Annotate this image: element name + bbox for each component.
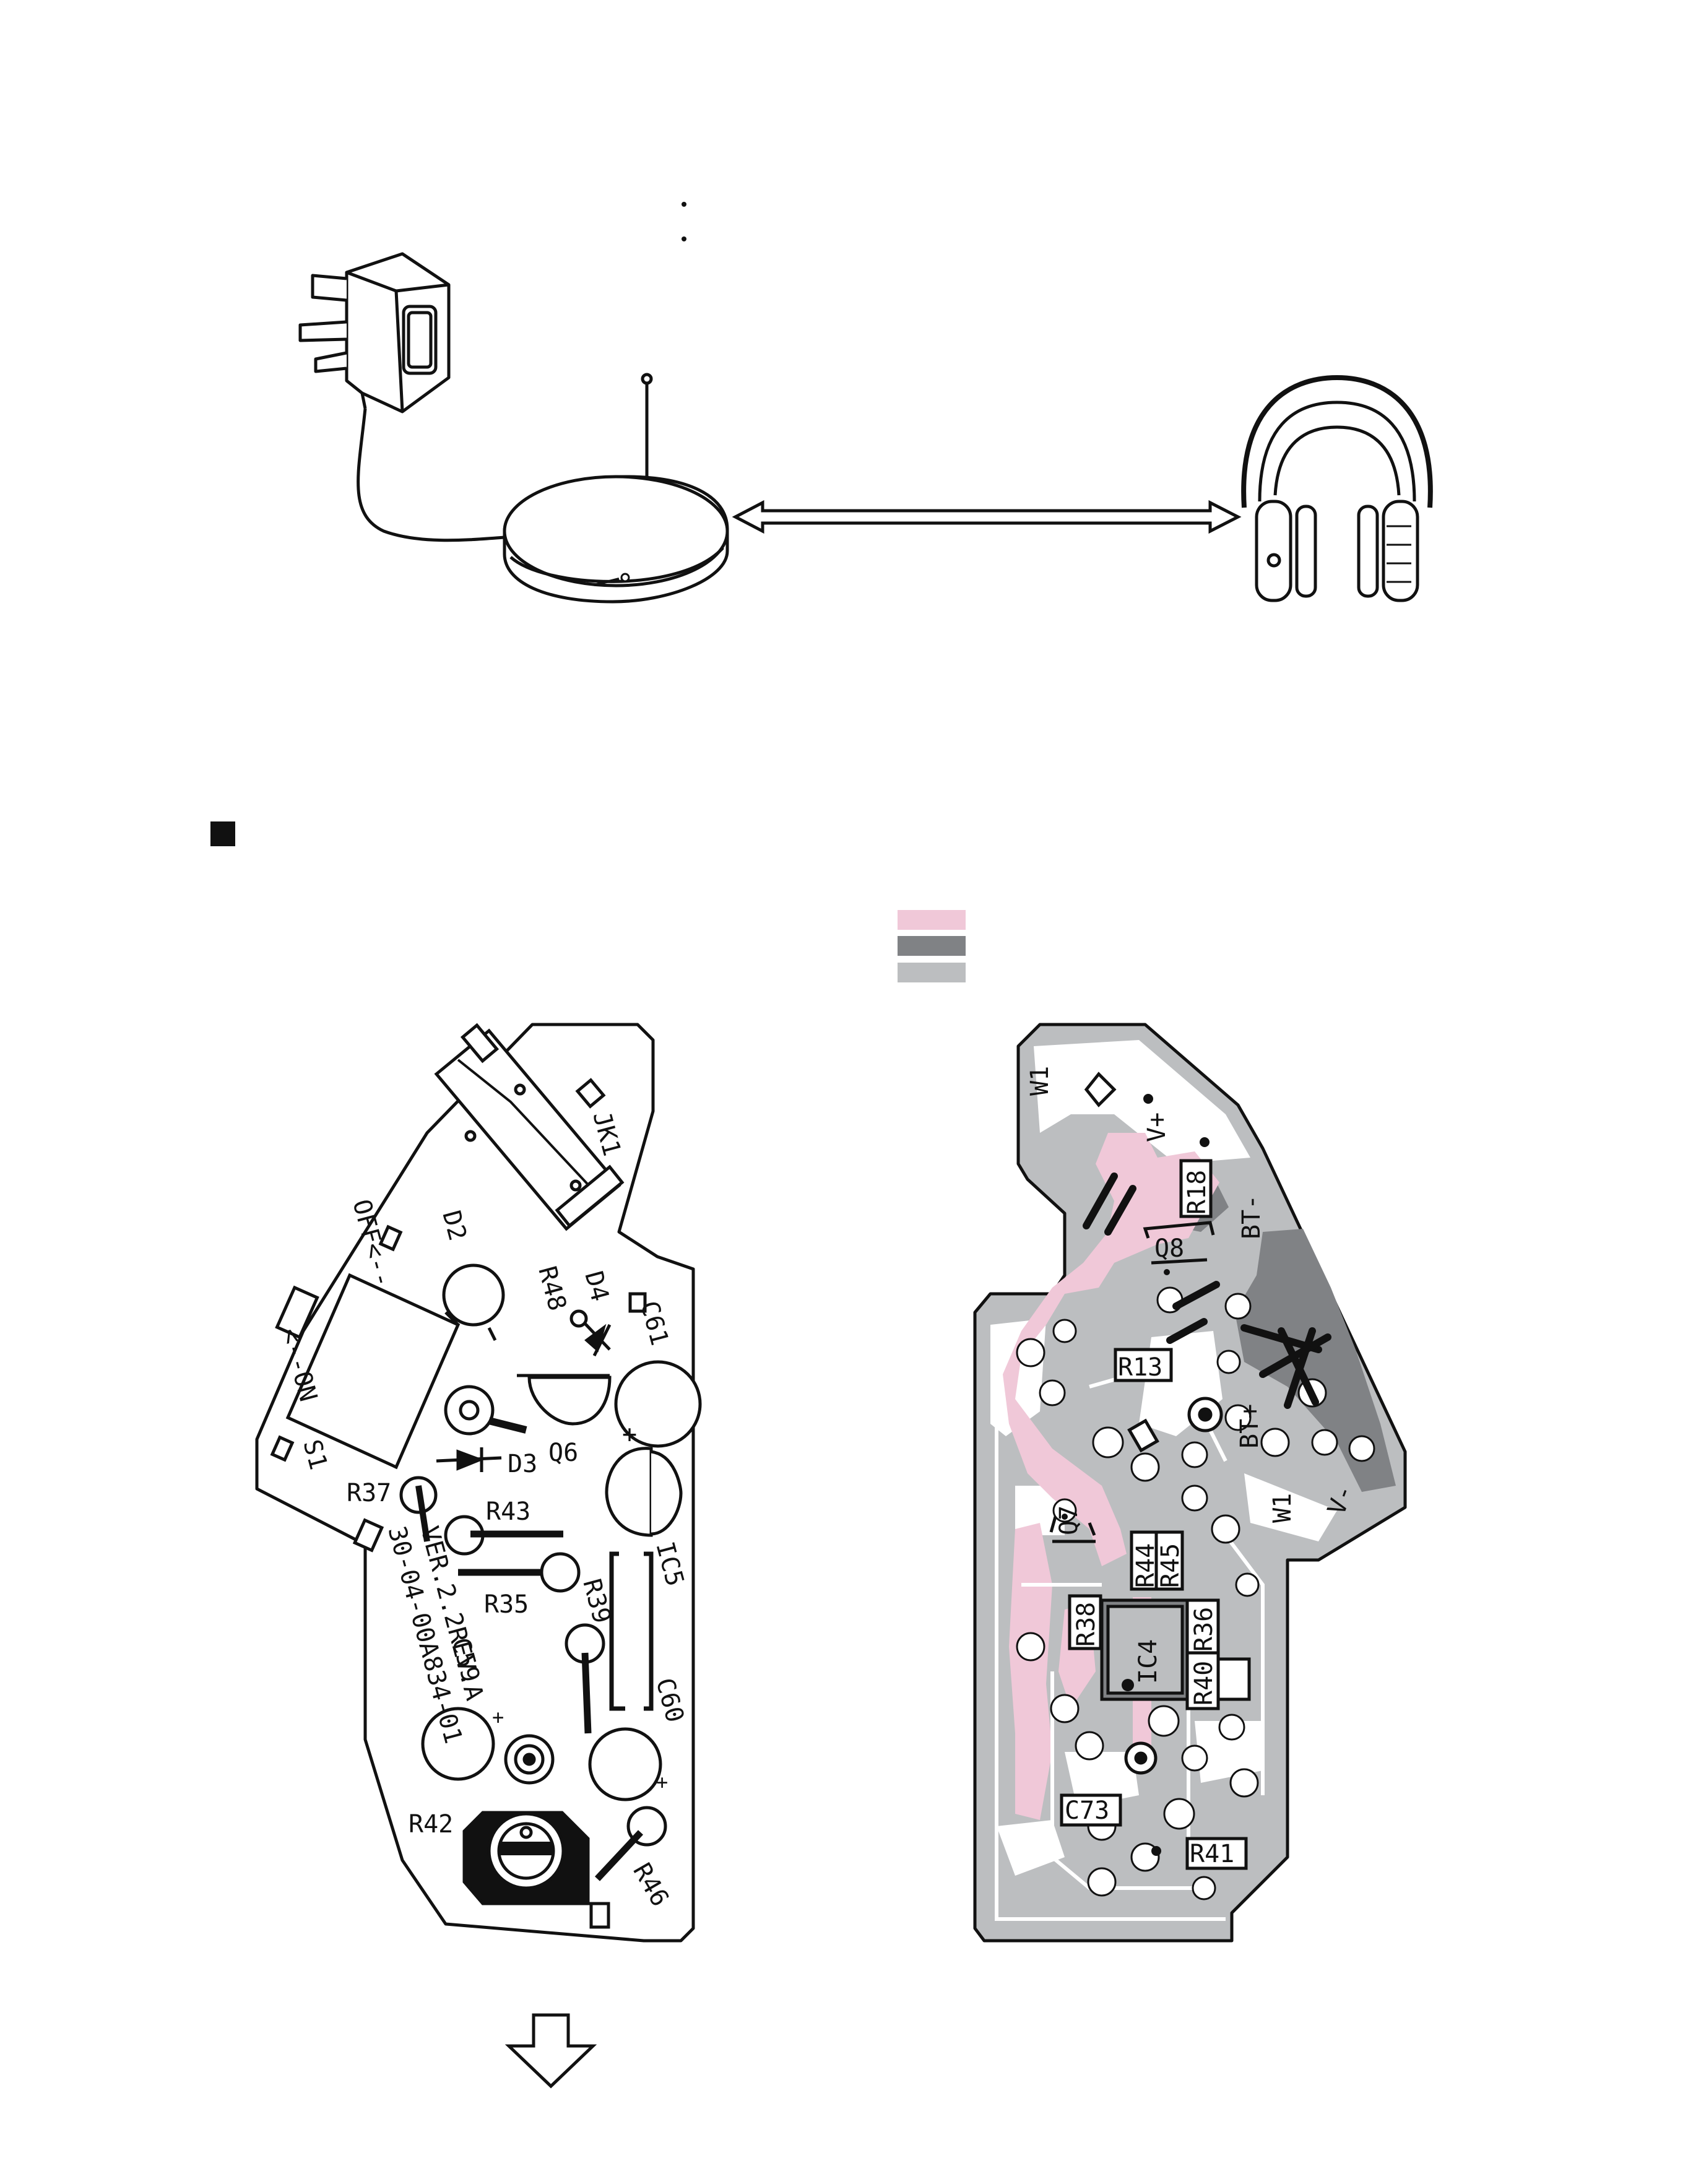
power-adapter-icon	[298, 252, 451, 414]
label-w1-bottom: W1	[1268, 1493, 1297, 1523]
legend-swatch-dark-gray	[898, 936, 966, 956]
small-holes	[1062, 1094, 1210, 1856]
label-bt-minus: BT-	[1237, 1195, 1266, 1239]
component-boxes	[1060, 1159, 1251, 1870]
via-pad	[1124, 1741, 1158, 1775]
transmitter-base-icon	[503, 373, 729, 604]
label-r43: R43	[486, 1497, 530, 1526]
c59-capacitor: +	[421, 1705, 504, 1781]
diamond-pad	[1084, 1072, 1117, 1107]
svg-text:+: +	[492, 1705, 504, 1729]
down-arrow-icon	[504, 2013, 597, 2089]
legend-swatch-light-gray	[898, 963, 966, 982]
right-pcb-copper-side: W1 V+ R18 BT- Q8 R13 BT+ W1 V- Q7 R44 R4…	[973, 1023, 1407, 1943]
svg-text:+: +	[656, 1770, 668, 1794]
headphones-icon	[1241, 375, 1433, 602]
ic5-regulator	[605, 1447, 683, 1711]
label-r40: R40	[1190, 1661, 1218, 1705]
label-v-plus: V+	[1143, 1112, 1171, 1142]
label-d3: D3	[508, 1450, 537, 1478]
d4-diode	[569, 1309, 612, 1357]
jk1-jack	[434, 1023, 625, 1231]
r39-resistor	[565, 1623, 605, 1734]
legend-swatch-pink	[898, 910, 966, 930]
label-c73: C73	[1065, 1796, 1109, 1825]
jumper-wires	[1083, 1172, 1331, 1409]
label-r37: R37	[347, 1479, 391, 1507]
label-r44: R44	[1132, 1543, 1160, 1588]
label-q8: Q8	[1154, 1234, 1184, 1263]
s1-slide-switch	[270, 1224, 461, 1553]
r42-potentiometer	[462, 1811, 610, 1929]
wireless-link-double-arrow	[732, 500, 1242, 534]
label-bt-plus: BT+	[1236, 1404, 1264, 1449]
d3-diode	[436, 1447, 502, 1472]
label-r45: R45	[1156, 1543, 1185, 1588]
power-cable	[357, 408, 505, 542]
label-r35: R35	[484, 1590, 529, 1619]
label-r38: R38	[1072, 1602, 1101, 1647]
label-r42: R42	[409, 1810, 453, 1839]
r35-resistor	[458, 1552, 581, 1593]
label-w1-top: W1	[1026, 1066, 1054, 1096]
d2-led	[442, 1263, 505, 1341]
r46-resistor	[594, 1806, 667, 1881]
pad-square	[628, 1292, 647, 1313]
d3-pad	[444, 1385, 527, 1436]
label-r13: R13	[1118, 1353, 1162, 1382]
label-q6: Q6	[548, 1439, 578, 1467]
solder-pads	[1016, 1286, 1375, 1900]
label-r36: R36	[1190, 1607, 1218, 1652]
ic4-chip	[1100, 1598, 1190, 1701]
q6-transistor	[517, 1374, 612, 1426]
label-q7: Q7	[1055, 1506, 1083, 1535]
connection-diagram	[298, 202, 1433, 604]
color-legend	[898, 910, 966, 982]
q7-outline	[1049, 1516, 1096, 1543]
r43-resistor	[444, 1515, 563, 1556]
svg-text:+: +	[622, 1420, 637, 1449]
c60-capacitor: +	[588, 1727, 668, 1801]
rect-pad	[1127, 1418, 1159, 1453]
test-point	[504, 1734, 555, 1785]
label-ic4: IC4	[1134, 1639, 1162, 1684]
bt-plus-pad	[1187, 1397, 1223, 1432]
bullet-dot	[682, 236, 686, 241]
left-pcb-component-side: +	[255, 1023, 702, 1943]
c61-capacitor: +	[614, 1360, 702, 1449]
label-r41: R41	[1190, 1840, 1234, 1868]
label-r18: R18	[1183, 1170, 1211, 1215]
q8-outline	[1143, 1221, 1215, 1265]
bullet-dot	[682, 202, 686, 207]
r37-resistor	[399, 1476, 438, 1542]
section-marker-square	[210, 821, 235, 846]
